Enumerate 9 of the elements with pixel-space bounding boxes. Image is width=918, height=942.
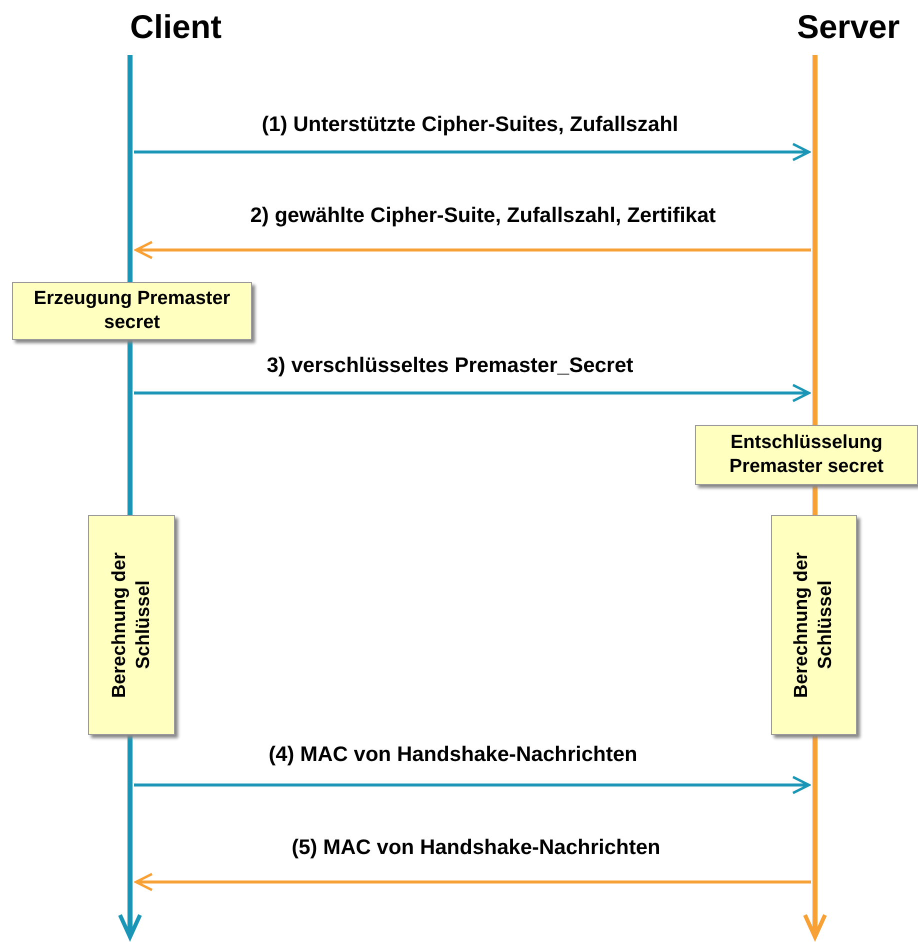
activity-box: Berechnung der Schlüssel xyxy=(771,515,857,735)
message-arrow xyxy=(134,240,811,260)
activity-box: Berechnung der Schlüssel xyxy=(88,515,175,735)
activity-box: Entschlüsselung Premaster secret xyxy=(695,425,918,485)
activity-box: Erzeugung Premaster secret xyxy=(12,282,252,340)
message-arrow xyxy=(134,142,810,162)
message-arrow xyxy=(134,776,810,794)
message-arrow xyxy=(134,384,810,402)
message-arrow xyxy=(134,872,811,892)
